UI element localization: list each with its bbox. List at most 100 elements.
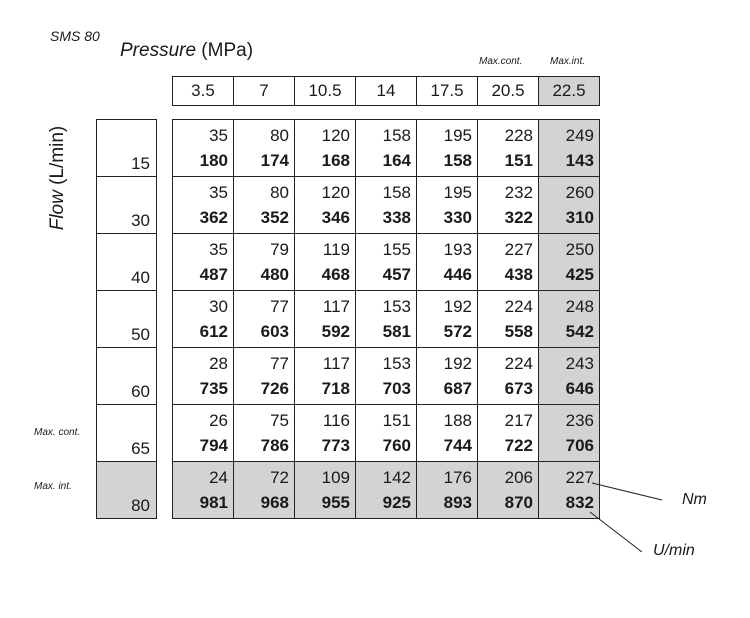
row-max-int-label: Max. int. — [34, 481, 72, 492]
pressure-header-cell: 22.5 — [538, 76, 600, 106]
speed-value: 164 — [382, 151, 411, 170]
speed-value: 718 — [321, 379, 350, 398]
speed-value: 425 — [565, 265, 594, 284]
torque-value: 80 — [270, 183, 289, 202]
torque-value: 119 — [322, 240, 350, 259]
speed-value: 687 — [443, 379, 472, 398]
torque-value: 120 — [321, 126, 350, 145]
torque-value: 116 — [322, 411, 350, 430]
speed-value: 446 — [443, 265, 472, 284]
speed-value: 612 — [199, 322, 228, 341]
torque-value: 228 — [504, 126, 533, 145]
torque-value: 30 — [209, 297, 228, 316]
speed-value: 558 — [504, 322, 533, 341]
flow-value-cell: 40 — [96, 233, 157, 291]
flow-row: 40 — [96, 233, 157, 291]
torque-value: 192 — [443, 354, 472, 373]
flow-value-cell: 60 — [96, 347, 157, 405]
flow-value-cell: 15 — [96, 119, 157, 177]
pressure-header-cell: 3.5 — [172, 76, 234, 106]
torque-value: 248 — [565, 297, 594, 316]
speed-value: 703 — [382, 379, 411, 398]
speed-value: 760 — [382, 436, 411, 455]
speed-value: 143 — [565, 151, 594, 170]
speed-value: 542 — [565, 322, 594, 341]
torque-value: 195 — [443, 183, 472, 202]
torque-value: 35 — [209, 183, 228, 202]
torque-value: 192 — [443, 297, 472, 316]
pressure-max-int-label: Max.int. — [550, 56, 586, 67]
speed-value: 592 — [321, 322, 350, 341]
speed-value: 151 — [504, 151, 533, 170]
speed-value: 330 — [443, 208, 472, 227]
speed-value: 180 — [199, 151, 228, 170]
torque-value: 193 — [443, 240, 472, 259]
speed-value: 346 — [321, 208, 350, 227]
torque-value: 77 — [270, 297, 289, 316]
speed-value: 981 — [199, 493, 228, 512]
speed-value: 480 — [260, 265, 289, 284]
speed-value: 925 — [382, 493, 411, 512]
torque-value: 77 — [270, 354, 289, 373]
speed-value: 338 — [382, 208, 411, 227]
torque-value: 155 — [382, 240, 411, 259]
speed-value: 438 — [504, 265, 533, 284]
torque-value: 142 — [382, 468, 411, 487]
speed-unit-label: U/min — [653, 542, 695, 559]
torque-value: 206 — [504, 468, 533, 487]
speed-value: 581 — [382, 322, 411, 341]
torque-value: 232 — [504, 183, 533, 202]
torque-value: 227 — [504, 240, 533, 259]
speed-value: 487 — [199, 265, 228, 284]
torque-value: 26 — [209, 411, 228, 430]
speed-value: 468 — [321, 265, 350, 284]
flow-row: 30 — [96, 176, 157, 234]
torque-value: 224 — [504, 297, 533, 316]
torque-unit-label: Nm — [682, 491, 707, 508]
speed-value: 362 — [199, 208, 228, 227]
speed-value: 457 — [382, 265, 411, 284]
flow-row: 65 — [96, 404, 157, 462]
torque-value: 188 — [443, 411, 472, 430]
torque-value: 75 — [270, 411, 289, 430]
speed-value: 832 — [565, 493, 594, 512]
torque-value: 243 — [565, 354, 594, 373]
speed-value: 706 — [565, 436, 594, 455]
pressure-max-cont-label: Max.cont. — [479, 56, 523, 67]
torque-value: 195 — [443, 126, 472, 145]
torque-value: 217 — [504, 411, 533, 430]
torque-value: 227 — [565, 468, 594, 487]
flow-row: 15 — [96, 119, 157, 177]
torque-value: 72 — [270, 468, 289, 487]
torque-value: 158 — [382, 183, 411, 202]
